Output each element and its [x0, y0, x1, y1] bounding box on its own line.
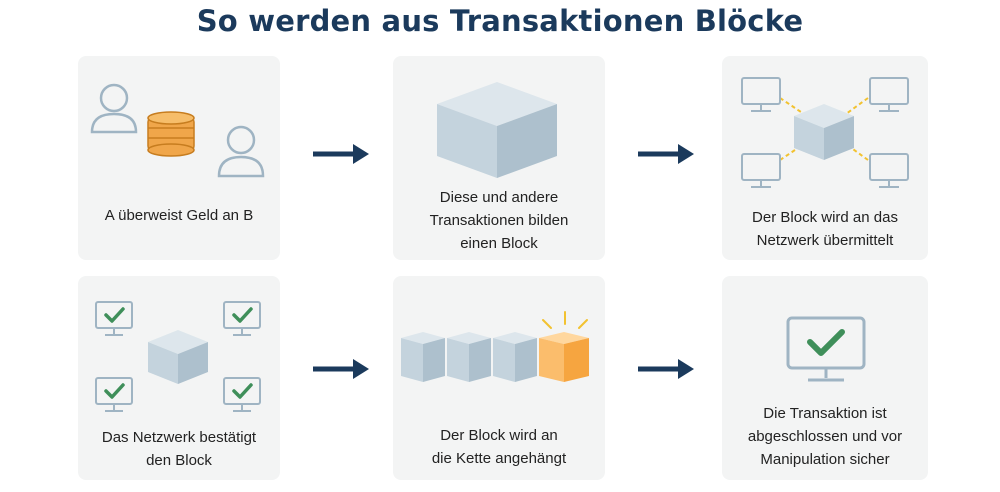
step-caption: Der Block wird an das Netzwerk übermitte… — [752, 209, 898, 249]
transfer-illustration — [90, 83, 265, 178]
network-illustration — [741, 77, 909, 188]
monitor-icons — [741, 77, 909, 188]
step-card-append-chain: Der Block wird an die Kette angehängt — [393, 276, 605, 480]
step-caption: Das Netzwerk bestätigt den Block — [101, 429, 257, 469]
step-caption: Diese und andere Transaktionen bilden ei… — [429, 189, 569, 252]
step-card-broadcast: Der Block wird an das Netzwerk übermitte… — [722, 56, 928, 260]
arrow-right-icon — [313, 359, 369, 379]
step-caption: A überweist Geld an B — [104, 207, 254, 224]
cube-icon — [437, 82, 557, 178]
burst-icon — [542, 311, 588, 329]
monitor-check-icon — [223, 377, 261, 412]
step-card-transfer: A überweist Geld an B — [78, 56, 280, 260]
step-caption: Der Block wird an die Kette angehängt — [431, 427, 567, 467]
step-card-complete: Die Transaktion ist abgeschlossen und vo… — [722, 276, 928, 480]
confirm-illustration — [95, 301, 261, 412]
page-title: So werden aus Transaktionen Blöcke — [196, 4, 804, 38]
step-caption: Die Transaktion ist abgeschlossen und vo… — [747, 405, 903, 468]
cube-icon — [794, 104, 854, 160]
coins-icon — [147, 111, 195, 157]
arrow-right-icon — [638, 144, 694, 164]
cube-icon — [148, 330, 208, 384]
blockchain-icon — [401, 311, 589, 382]
step-card-confirm: Das Netzwerk bestätigt den Block — [78, 276, 280, 480]
monitor-check-icon — [95, 301, 133, 336]
arrow-right-icon — [313, 144, 369, 164]
monitor-icon — [741, 77, 781, 112]
step-card-create-block: Diese und andere Transaktionen bilden ei… — [393, 56, 605, 260]
monitor-check-icon — [786, 316, 866, 382]
monitor-icon — [869, 77, 909, 112]
monitor-icon — [741, 153, 781, 188]
monitor-check-icon — [95, 377, 133, 412]
arrow-right-icon — [638, 359, 694, 379]
person-b-icon — [217, 125, 265, 178]
person-a-icon — [90, 83, 138, 134]
monitor-check-icon — [223, 301, 261, 336]
monitor-icon — [869, 153, 909, 188]
